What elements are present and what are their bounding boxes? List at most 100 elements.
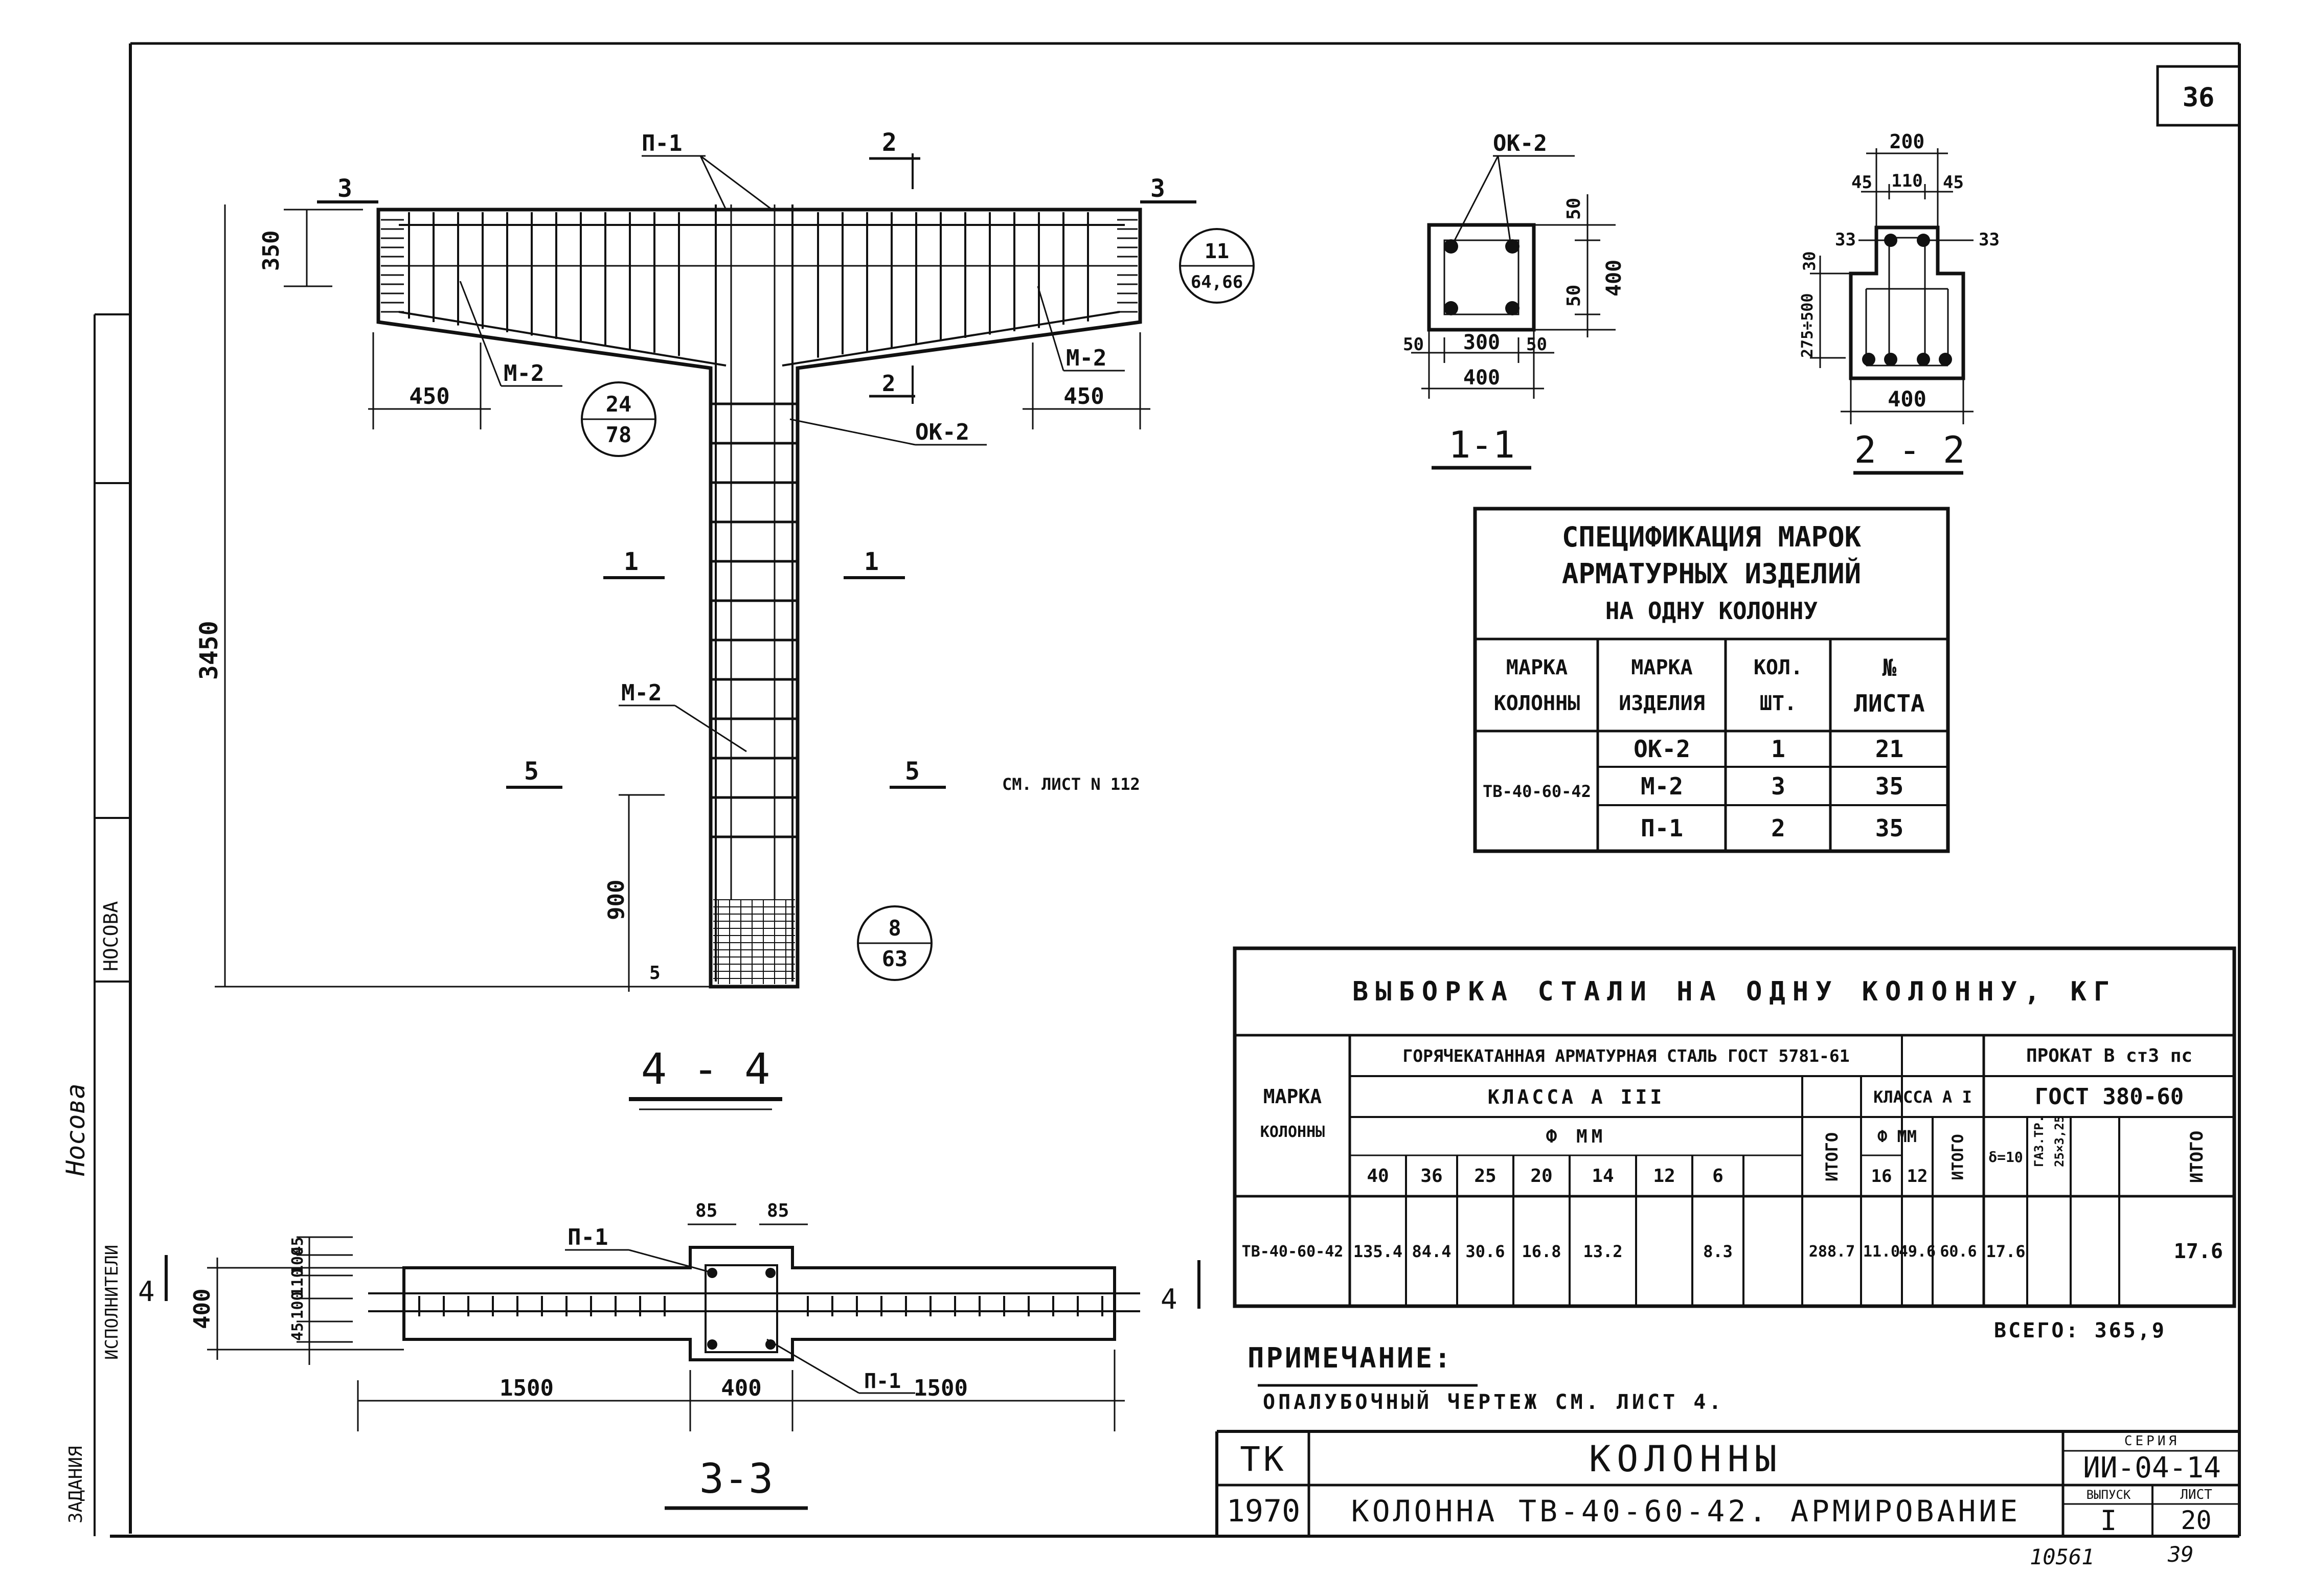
bottom-mark-left: 10561 <box>2030 1544 2094 1569</box>
dim-400-vertical: 400 <box>1602 260 1626 297</box>
spec-row-item: ОК-2 <box>1634 735 1690 763</box>
steel-value: 8.3 <box>1703 1242 1733 1261</box>
spec-header-text: КОЛОННЫ <box>1493 692 1580 715</box>
steel-table <box>1233 946 2236 1308</box>
steel-diam-header <box>1744 1157 1801 1195</box>
steel-value: 11.0 <box>1863 1242 1900 1261</box>
svg-text:11: 11 <box>1205 240 1229 263</box>
dim-50-top: 50 <box>1563 198 1584 220</box>
section-title-4-4: 4 - 4 <box>641 1044 770 1094</box>
steel-header-text: КОЛОННЫ <box>1260 1123 1325 1141</box>
steel-value: 13.2 <box>1583 1242 1623 1261</box>
svg-text:24: 24 <box>606 392 632 417</box>
plan-dim-85-a: 85 <box>695 1200 717 1221</box>
steel-header-text: ИТОГО <box>2186 1130 2207 1183</box>
label-m2-center: М-2 <box>621 680 662 706</box>
spec-header-text: МАРКА <box>1506 656 1568 679</box>
steel-header-delta: δ=10 <box>1988 1148 2023 1166</box>
plan-stack-dim: 45 <box>289 1237 307 1255</box>
steel-header-text: 25×3,25 <box>2052 1115 2067 1167</box>
steel-total: ВСЕГО: 365,9 <box>1994 1319 2166 1342</box>
title-main: КОЛОННЫ <box>1589 1438 1783 1480</box>
section-title-2-2: 2 - 2 <box>1854 428 1965 471</box>
steel-value: 16.8 <box>1522 1242 1561 1261</box>
dim-900: 900 <box>603 880 629 920</box>
spec-header-column-mark: МАРКА КОЛОННЫ <box>1478 642 1596 729</box>
bottom-mark-right: 39 <box>2167 1542 2194 1567</box>
dim-350: 350 <box>258 231 284 271</box>
dim-33-left: 33 <box>1835 230 1856 250</box>
dim-400-horizontal: 400 <box>1463 366 1500 390</box>
steel-value: 135.4 <box>1353 1242 1403 1261</box>
side-stamp-name: НОСОВА <box>100 901 122 971</box>
plan-stack-dim: 45 <box>289 1323 307 1341</box>
steel-value: 49.6 <box>1898 1242 1936 1261</box>
title-block <box>1215 1384 2239 1536</box>
steel-empty-value <box>2072 1198 2118 1305</box>
side-stamp: НОСОВА ИСПОЛНИТЕЛИ Носова ЗАДАНИЯ <box>61 901 122 1523</box>
plan-cut-4-right: 4 <box>1161 1283 1177 1315</box>
steel-diam-header: 12 <box>1653 1166 1675 1187</box>
steel-value: 84.4 <box>1412 1242 1452 1261</box>
label-m2-right: М-2 <box>1066 345 1106 371</box>
steel-header-phi: Ф ММ <box>1546 1126 1607 1147</box>
dim-450-right: 450 <box>1063 383 1104 409</box>
spec-title-line-3: НА ОДНУ КОЛОННУ <box>1605 597 1818 625</box>
steel-header-text: МАРКА <box>1263 1085 1322 1108</box>
sheet-frame <box>94 42 2241 1538</box>
steel-header-class1: КЛАССА А I <box>1873 1087 1972 1107</box>
label-ok2: ОК-2 <box>915 419 969 445</box>
plan-label-p1-top: П-1 <box>568 1224 608 1250</box>
sheet-value: 20 <box>2181 1506 2212 1535</box>
steel-value <box>1637 1198 1691 1305</box>
steel-value <box>1744 1198 1801 1305</box>
label-ok2-section: ОК-2 <box>1493 130 1547 156</box>
steel-header-text: ИТОГО <box>1822 1132 1842 1182</box>
plan-cut-4-left: 4 <box>138 1275 155 1308</box>
section-1-1: ОК-2 50 400 50 50 300 50 400 1-1 <box>1403 130 1626 470</box>
spec-row-sheet: 35 <box>1875 772 1904 800</box>
steel-diam-header: 16 <box>1871 1166 1892 1187</box>
plan-stack-dim: 100 <box>289 1247 307 1274</box>
side-stamp-signature: Носова <box>61 1083 90 1176</box>
steel-header-class3: КЛАССА А III <box>1487 1085 1665 1108</box>
dim-45-right: 45 <box>1943 172 1964 193</box>
steel-header-phi2: Ф ММ <box>1877 1127 1917 1146</box>
steel-header-gost: ГОСТ 380-60 <box>2034 1084 2184 1110</box>
dim-50-right: 50 <box>1526 334 1547 355</box>
sheet-label: ЛИСТ <box>2180 1487 2212 1502</box>
spec-table-title: СПЕЦИФИКАЦИЯ МАРОК АРМАТУРНЫХ ИЗДЕЛИЙ НА… <box>1478 511 1945 636</box>
spec-header-text: КОЛ. <box>1753 656 1803 679</box>
spec-row-qty: 2 <box>1771 814 1785 842</box>
section-title-3-3: 3-3 <box>699 1455 774 1502</box>
cut-1-left: 1 <box>624 548 639 576</box>
steel-delta-value: 17.6 <box>1986 1242 2026 1261</box>
steel-diam-header: 25 <box>1474 1166 1496 1187</box>
cut-1-right: 1 <box>864 548 879 576</box>
section-title-1-1: 1-1 <box>1448 423 1515 466</box>
spec-header-text: МАРКА <box>1631 656 1693 679</box>
spec-column-mark: ТВ-40-60-42 <box>1483 782 1591 801</box>
svg-text:8: 8 <box>888 916 901 941</box>
plan-dim-400: 400 <box>721 1375 761 1401</box>
dim-110: 110 <box>1891 171 1922 191</box>
cut-3-left: 3 <box>337 174 352 203</box>
note-title: ПРИМЕЧАНИЕ: <box>1248 1342 1453 1374</box>
dim-200: 200 <box>1890 130 1925 153</box>
spec-row-qty: 1 <box>1771 735 1785 763</box>
steel-header-itogo-1: ИТОГО <box>1934 1119 1983 1195</box>
steel-gaz-value <box>2029 1198 2070 1305</box>
steel-value: 30.6 <box>1465 1242 1505 1261</box>
callout-24-78: 24 78 <box>581 381 656 457</box>
dim-3450: 3450 <box>195 621 223 680</box>
spec-row-item: М-2 <box>1640 772 1684 800</box>
sheet-number-box <box>2156 65 2241 127</box>
elevation-4-4: 350 3450 900 450 450 3 3 2 2 1 1 5 <box>195 128 1255 1110</box>
title-year: 1970 <box>1226 1493 1301 1529</box>
steel-header-hot: ГОРЯЧЕКАТАННАЯ АРМАТУРНАЯ СТАЛЬ ГОСТ 578… <box>1402 1046 1850 1066</box>
steel-diam-header: 14 <box>1592 1166 1614 1187</box>
